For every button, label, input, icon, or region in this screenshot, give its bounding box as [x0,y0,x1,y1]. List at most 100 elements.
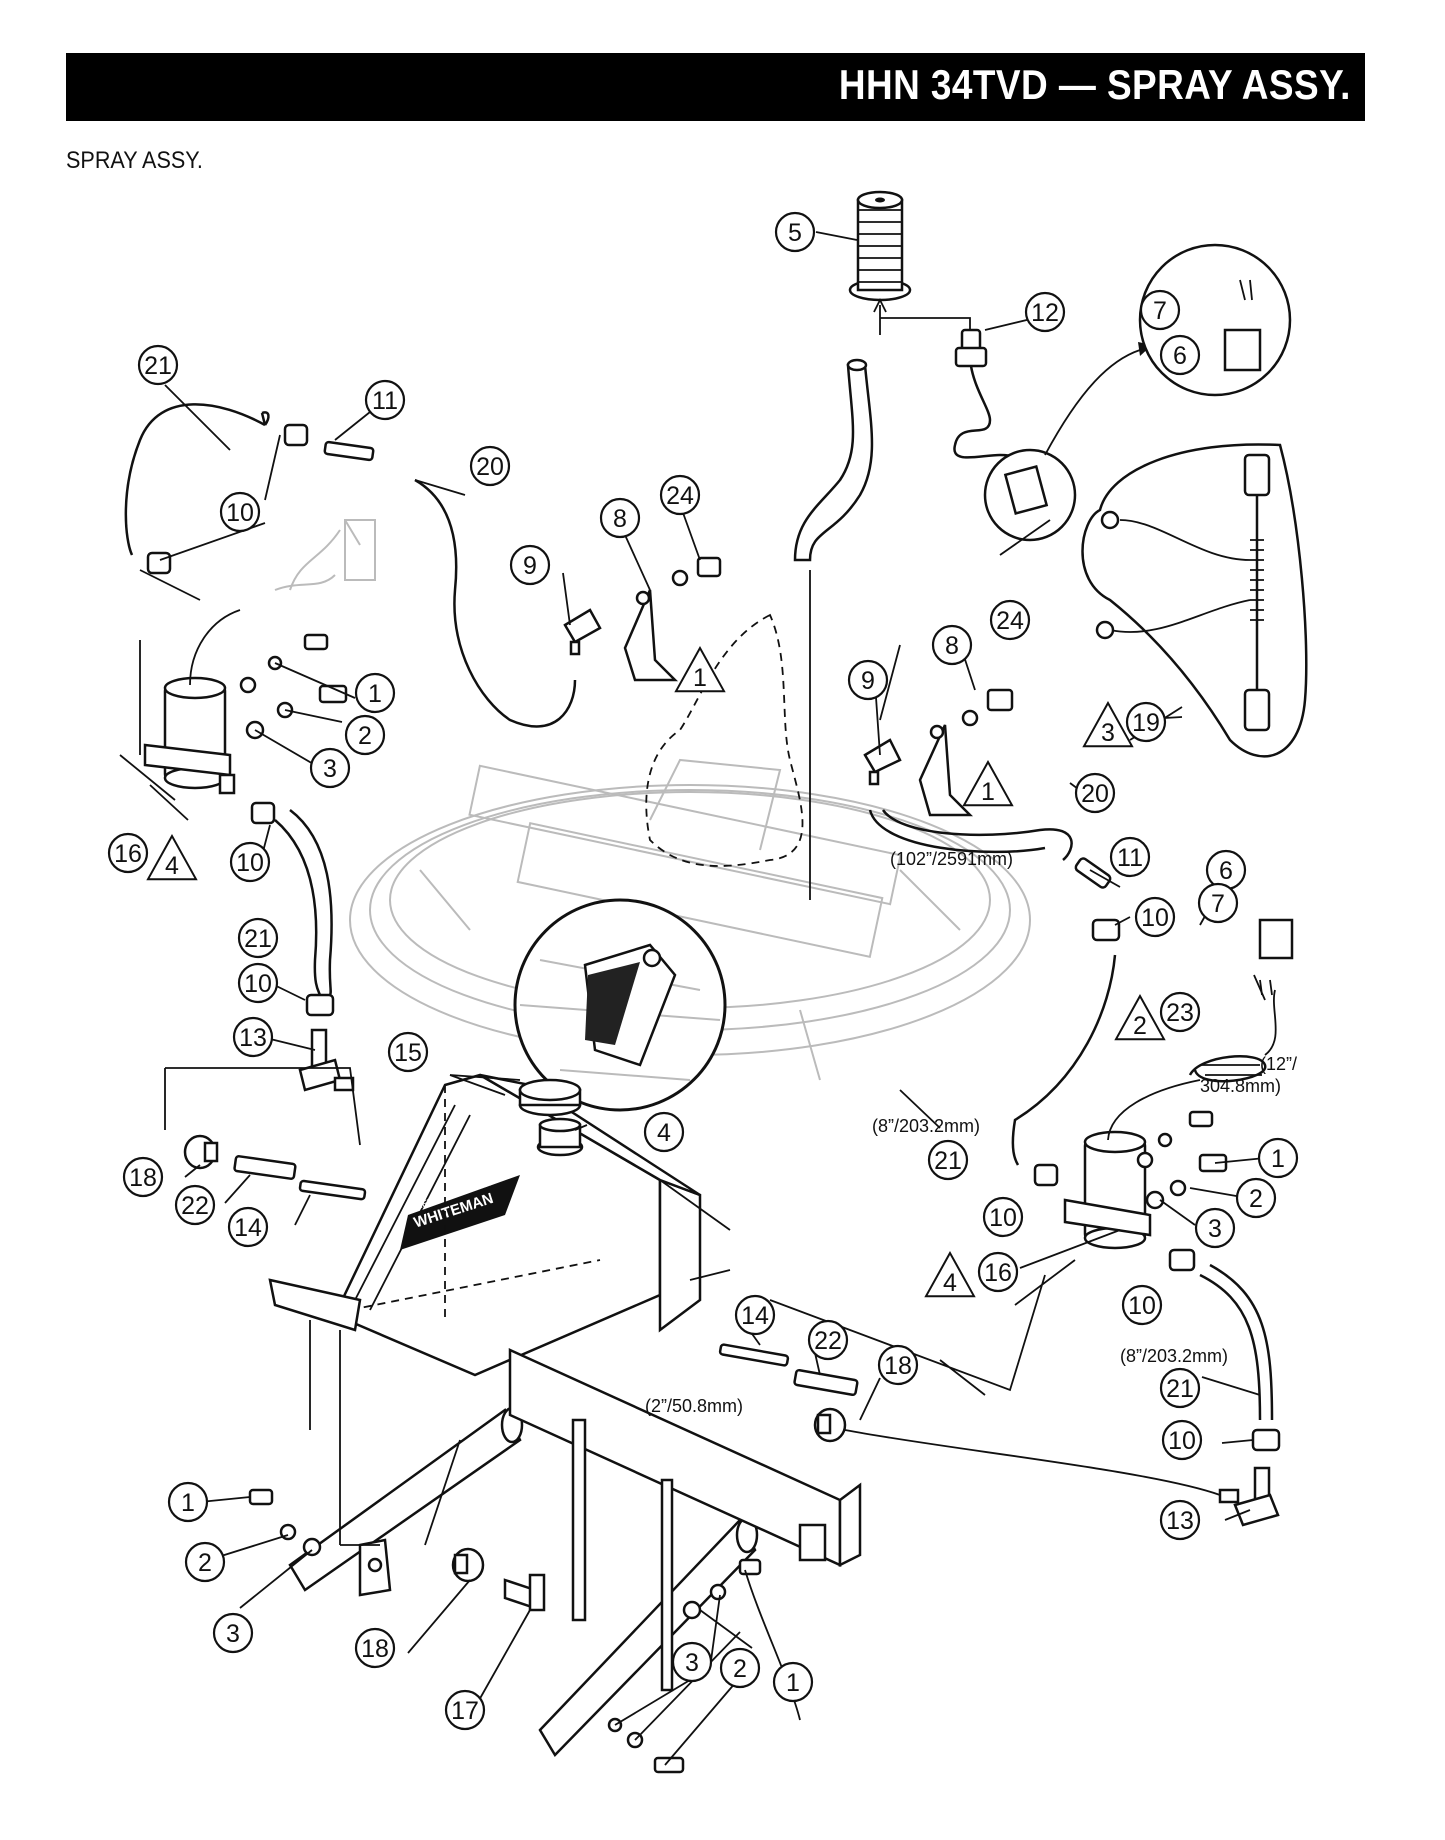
callout-number: 10 [236,849,264,877]
callout-11: 11 [1109,836,1151,878]
callout-number: 2 [198,1549,212,1577]
pump-16-left [143,609,241,795]
callout-19: 19 [1125,701,1167,743]
callout-10: 10 [1121,1284,1163,1326]
callout-15: 15 [387,1031,429,1073]
callout-9: 9 [847,659,889,701]
tube-22-right [793,1368,859,1397]
callout-number: 24 [666,482,694,510]
triangle-number: 4 [943,1269,957,1297]
callout-18: 18 [354,1627,396,1669]
callout-number: 18 [884,1352,912,1380]
callout-number: 15 [394,1039,422,1067]
callout-10: 10 [219,491,261,533]
callout-20: 20 [1074,772,1116,814]
callout-number: 21 [934,1147,962,1175]
callout-2: 2 [184,1541,226,1583]
callout-number: 11 [1117,844,1143,872]
callout-number: 1 [368,680,382,708]
callout-3: 3 [212,1612,254,1654]
callout-number: 6 [1219,857,1233,885]
callout-number: 10 [989,1204,1017,1232]
callout-number: 6 [1173,342,1187,370]
callout-7: 7 [1197,882,1239,924]
callout-number: 3 [685,1649,699,1677]
callout-2: 2 [1235,1177,1277,1219]
callout-number: 8 [945,632,959,660]
harness-outline-19 [1081,443,1308,758]
callout-20: 20 [469,445,511,487]
callout-number: 3 [1208,1215,1222,1243]
callout-number: 11 [372,387,398,415]
note-8-a: (8”/203.2mm) [872,1116,980,1136]
grommet-18-bottom [451,1547,485,1583]
note-triangle-1: 1 [962,759,1014,807]
callout-number: 9 [861,667,875,695]
callout-10: 10 [229,841,271,883]
callout-12: 12 [1024,291,1066,333]
callout-number: 1 [181,1489,195,1517]
callout-18: 18 [122,1156,164,1198]
callout-10: 10 [982,1196,1024,1238]
fill-cap-4 [518,1078,582,1117]
callout-number: 2 [1249,1185,1263,1213]
callout-number: 16 [984,1259,1012,1287]
callout-5: 5 [774,211,816,253]
callout-1: 1 [354,672,396,714]
callout-number: 8 [613,505,627,533]
tube-22-left [233,1155,297,1180]
callout-3: 3 [671,1641,713,1683]
callout-number: 22 [814,1327,842,1355]
triangle-number: 4 [165,852,179,880]
callout-number: 23 [1166,999,1194,1027]
callout-number: 5 [788,219,802,247]
callout-2: 2 [719,1647,761,1689]
callout-number: 10 [1168,1427,1196,1455]
callout-number: 1 [1271,1145,1285,1173]
callout-number: 10 [1128,1292,1156,1320]
callout-number: 1 [786,1669,800,1697]
callout-17: 17 [444,1689,486,1731]
callout-number: 19 [1132,709,1160,737]
elbow-17 [503,1573,546,1612]
spray-nozzle-5 [848,190,912,302]
hose-21b [274,819,322,996]
callout-22: 22 [807,1319,849,1361]
hose-20-left [414,478,577,728]
callout-21: 21 [927,1139,969,1181]
callout-number: 14 [234,1214,262,1242]
callout-21: 21 [137,344,179,386]
bolt-washers-left [239,633,348,740]
elbow-13-left [298,1028,355,1092]
callout-number: 21 [1166,1375,1194,1403]
fitting-leader-box [164,1067,361,1146]
callout-number: 20 [476,453,504,481]
page-title: HHN 34TVD — SPRAY ASSY. [839,61,1351,108]
callout-4: 4 [643,1111,685,1153]
callout-number: 2 [733,1655,747,1683]
callout-21: 21 [1159,1367,1201,1409]
elbow-13-right [1218,1466,1280,1527]
note-triangle-4: 4 [146,833,198,881]
nozzle-connector-line [873,297,971,335]
note-102: (102”/2591mm) [890,849,1013,869]
callout-number: 2 [358,722,372,750]
hose-20-right [881,809,1073,861]
grommet-18-right [813,1407,847,1443]
tube-14-right [718,1343,790,1367]
header-bar: HHN 34TVD — SPRAY ASSY. [66,53,1365,121]
note-2: (2”/50.8mm) [645,1396,743,1416]
callout-1: 1 [1257,1137,1299,1179]
bolt-washers-bottom-left [248,1488,322,1557]
note-triangle-1: 1 [674,645,726,693]
callout-7: 7 [1139,289,1181,331]
callout-number: 14 [741,1302,769,1330]
callout-number: 18 [129,1164,157,1192]
callout-10: 10 [1134,896,1176,938]
callout-number: 18 [361,1635,389,1663]
callout-number: 7 [1153,297,1167,325]
callout-number: 17 [451,1697,479,1725]
callout-number: 21 [244,925,272,953]
